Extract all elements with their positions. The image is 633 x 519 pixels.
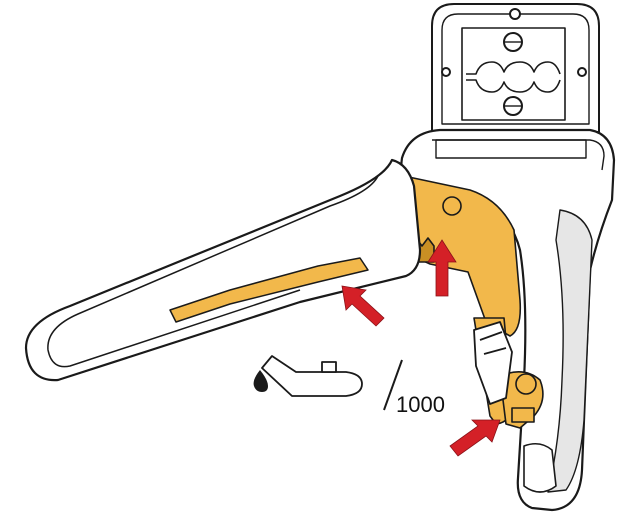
grip-bottom-detail (523, 442, 557, 493)
die-profile-upper (466, 61, 561, 75)
crimp-head (431, 3, 600, 133)
mechanism-lower-pivot (515, 373, 537, 395)
mechanism-pivot (442, 196, 462, 216)
lubrication-arrow-lever (341, 285, 385, 327)
tool-housing (400, 128, 616, 512)
housing-rim (432, 139, 605, 171)
lower-housing-part (473, 321, 513, 405)
die-profile-lower (466, 79, 561, 93)
head-top-hole (509, 8, 521, 20)
handle-lever-slot (169, 257, 369, 323)
lubrication-arrow-ratchet (427, 239, 457, 297)
lower-bracket (473, 321, 513, 405)
handle-inner-groove (47, 175, 379, 368)
head-inner-frame (441, 13, 590, 125)
oil-drop-icon (253, 370, 268, 392)
lubrication-interval-label: 1000 (396, 392, 445, 417)
interval-divider (383, 359, 403, 411)
head-screw-right (577, 67, 587, 77)
head-screw-left (441, 67, 451, 77)
movable-handle (24, 158, 422, 382)
arrows (341, 239, 501, 457)
lubrication-arrow-pivot (449, 419, 501, 457)
mechanism-release-tab (511, 407, 535, 423)
housing-window (435, 139, 587, 159)
handle-outer (24, 158, 422, 382)
oil-can-icon (261, 355, 363, 397)
